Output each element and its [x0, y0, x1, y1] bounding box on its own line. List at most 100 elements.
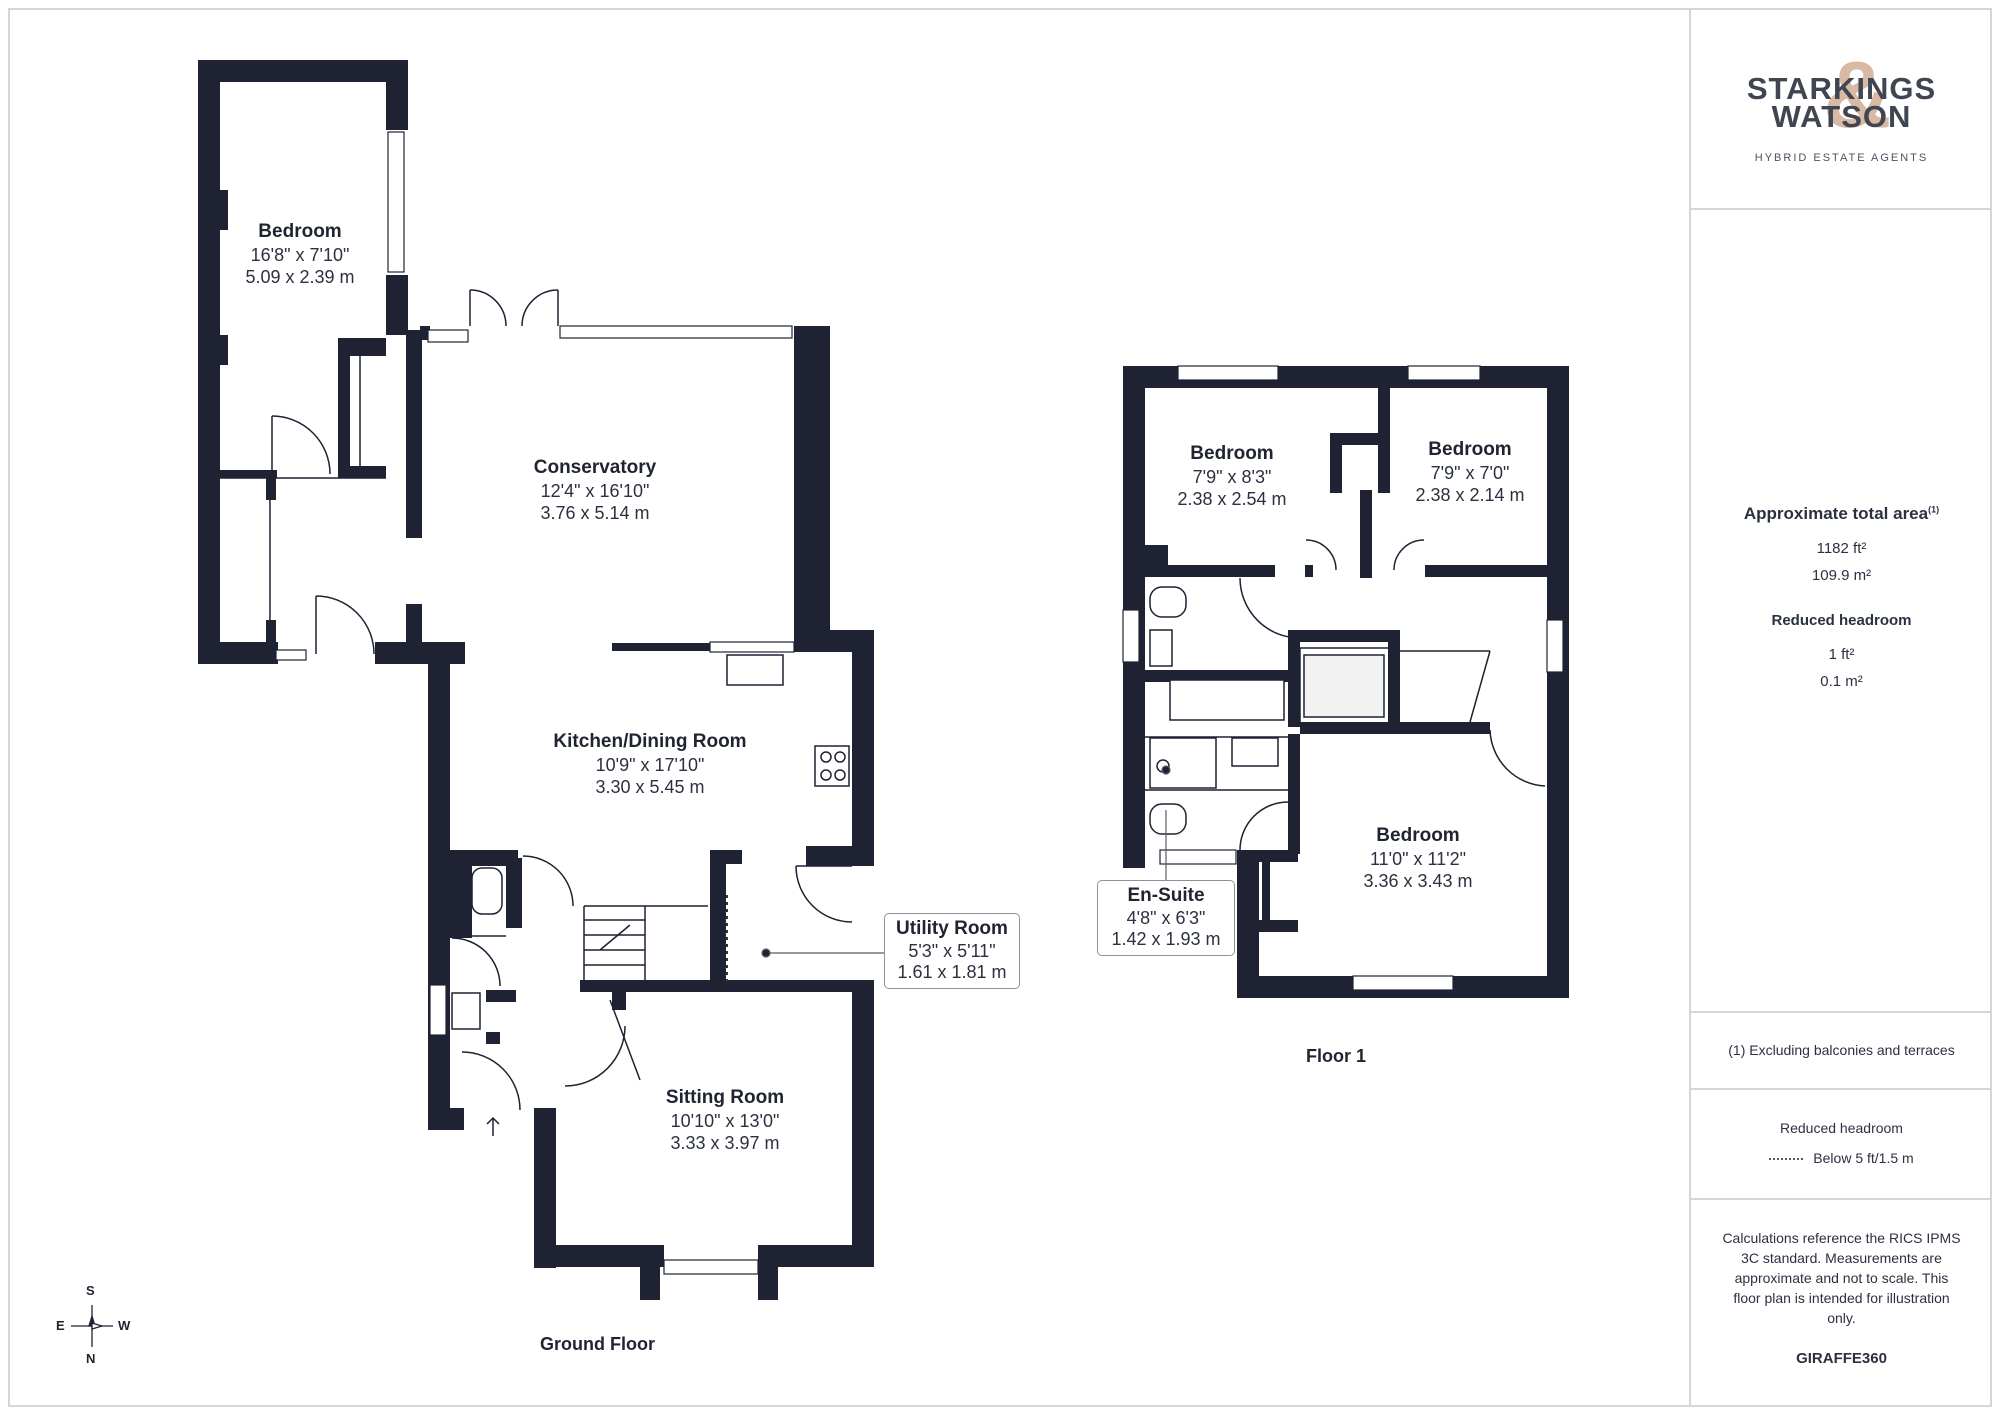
- logo-subtitle: HYBRID ESTATE AGENTS: [1754, 152, 1929, 164]
- compass-label-w: W: [118, 1318, 131, 1333]
- wall: [806, 846, 874, 866]
- room-metric: 3.36 x 3.43 m: [1363, 871, 1473, 892]
- wall: [338, 466, 386, 478]
- floor-title-ground: Ground Floor: [540, 1334, 655, 1354]
- door-swing: [1305, 539, 1337, 571]
- room-name: Sitting Room: [665, 1087, 785, 1108]
- page-frame: [8, 8, 1992, 1407]
- room-metric: 3.33 x 3.97 m: [670, 1133, 780, 1154]
- room-imperial: 16'8" x 7'10": [250, 244, 350, 265]
- room-label-conservatory: Conservatory 12'4" x 16'10" 3.76 x 5.14 …: [510, 456, 680, 525]
- hob-ring: [820, 769, 832, 781]
- room-label-sitting-room: Sitting Room 10'10" x 13'0" 3.33 x 3.97 …: [640, 1086, 810, 1155]
- compass-label-s: S: [86, 1283, 95, 1298]
- wall: [217, 470, 277, 478]
- door-swing: [795, 865, 853, 923]
- basin: [451, 992, 481, 1030]
- window: [1159, 849, 1237, 865]
- toilet: [1149, 803, 1187, 835]
- room-name: Kitchen/Dining Room: [553, 731, 747, 752]
- area-ft: 1182 ft²: [1816, 540, 1867, 557]
- wall: [612, 643, 712, 651]
- door-swing: [271, 415, 331, 475]
- dotted-line-swatch: [1769, 1158, 1804, 1161]
- wall: [580, 980, 620, 992]
- entrance-arrow-head: [486, 1116, 500, 1125]
- cupboard-line: [1469, 650, 1491, 723]
- basin: [1149, 629, 1173, 667]
- room-label-utility: Utility Room 5'3" x 5'11" 1.61 x 1.81 m: [884, 913, 1020, 989]
- floor-title-floor-1: Floor 1: [1306, 1046, 1367, 1066]
- wall: [710, 850, 726, 985]
- wall: [1330, 433, 1342, 493]
- sink: [726, 654, 784, 686]
- room-metric: 5.09 x 2.39 m: [245, 267, 355, 288]
- room-imperial: 10'10" x 13'0": [670, 1110, 780, 1131]
- window: [1407, 365, 1481, 381]
- wall: [1262, 862, 1270, 924]
- wall: [1425, 565, 1547, 577]
- door-swing: [315, 595, 375, 655]
- headroom-ft: 1 ft²: [1828, 646, 1855, 663]
- info-sidebar: & STARKINGS WATSON HYBRID ESTATE AGENTS …: [1689, 8, 1992, 1407]
- door-swing: [1239, 577, 1301, 639]
- legend-title: Reduced headroom: [1780, 1120, 1903, 1136]
- sidebar-divider: [1691, 1198, 1992, 1200]
- room-name: Bedroom: [258, 221, 342, 242]
- wall: [486, 1032, 500, 1044]
- wall: [198, 60, 406, 82]
- wall: [1142, 545, 1168, 567]
- room-metric: 1.42 x 1.93 m: [1111, 929, 1221, 950]
- door-swing: [1239, 801, 1289, 851]
- room-label-bedroom-f1-right: Bedroom 7'9" x 7'0" 2.38 x 2.14 m: [1400, 438, 1540, 507]
- area-footnote-mark: (1): [1928, 504, 1940, 515]
- door-swing: [451, 937, 501, 987]
- wall: [266, 470, 276, 500]
- area-title: Approximate total area(1): [1691, 504, 1992, 524]
- wall: [1388, 630, 1400, 730]
- compass-rose: [71, 1305, 113, 1347]
- wall: [534, 1108, 556, 1268]
- room-imperial: 10'9" x 17'10": [595, 754, 705, 775]
- wall: [1300, 722, 1490, 734]
- wall: [758, 1260, 778, 1300]
- wall: [450, 850, 472, 938]
- excluding-note: (1) Excluding balconies and terraces: [1728, 1042, 1955, 1058]
- room-name: Bedroom: [1190, 443, 1274, 464]
- wall: [1305, 565, 1313, 577]
- room-name: Conservatory: [533, 457, 657, 478]
- wall: [406, 330, 422, 538]
- window: [387, 131, 405, 273]
- door-swing: [1489, 729, 1546, 787]
- floor-plan-drawing: [71, 60, 1569, 1347]
- room-imperial: 12'4" x 16'10": [540, 480, 650, 501]
- hob: [814, 745, 850, 787]
- hob-ring: [820, 751, 832, 763]
- room-imperial: 4'8" x 6'3": [1126, 907, 1206, 928]
- window: [1177, 365, 1279, 381]
- wall: [710, 850, 742, 864]
- window: [663, 1259, 759, 1275]
- wall: [1288, 630, 1398, 642]
- sidebar-divider: [1691, 1088, 1992, 1090]
- wall: [216, 190, 228, 230]
- room-name: Bedroom: [1376, 825, 1460, 846]
- wall: [198, 60, 220, 664]
- window: [1122, 609, 1140, 663]
- wall: [1547, 366, 1569, 998]
- room-imperial: 7'9" x 8'3": [1192, 466, 1272, 487]
- room-label-bedroom-f1-main: Bedroom 11'0" x 11'2" 3.36 x 3.43 m: [1348, 824, 1488, 893]
- room-name: Bedroom: [1428, 439, 1512, 460]
- wall: [198, 642, 278, 664]
- room-label-en-suite: En-Suite 4'8" x 6'3" 1.42 x 1.93 m: [1097, 880, 1235, 956]
- door-leaf: [609, 999, 641, 1081]
- door-swing: [461, 1051, 521, 1111]
- door-swing: [469, 289, 507, 327]
- door-swing: [1393, 539, 1425, 571]
- wall: [1123, 846, 1145, 868]
- window: [275, 649, 307, 661]
- room-metric: 1.61 x 1.81 m: [897, 962, 1007, 983]
- logo-ampersand: &: [1823, 42, 1892, 148]
- stair-arrow: [599, 924, 631, 951]
